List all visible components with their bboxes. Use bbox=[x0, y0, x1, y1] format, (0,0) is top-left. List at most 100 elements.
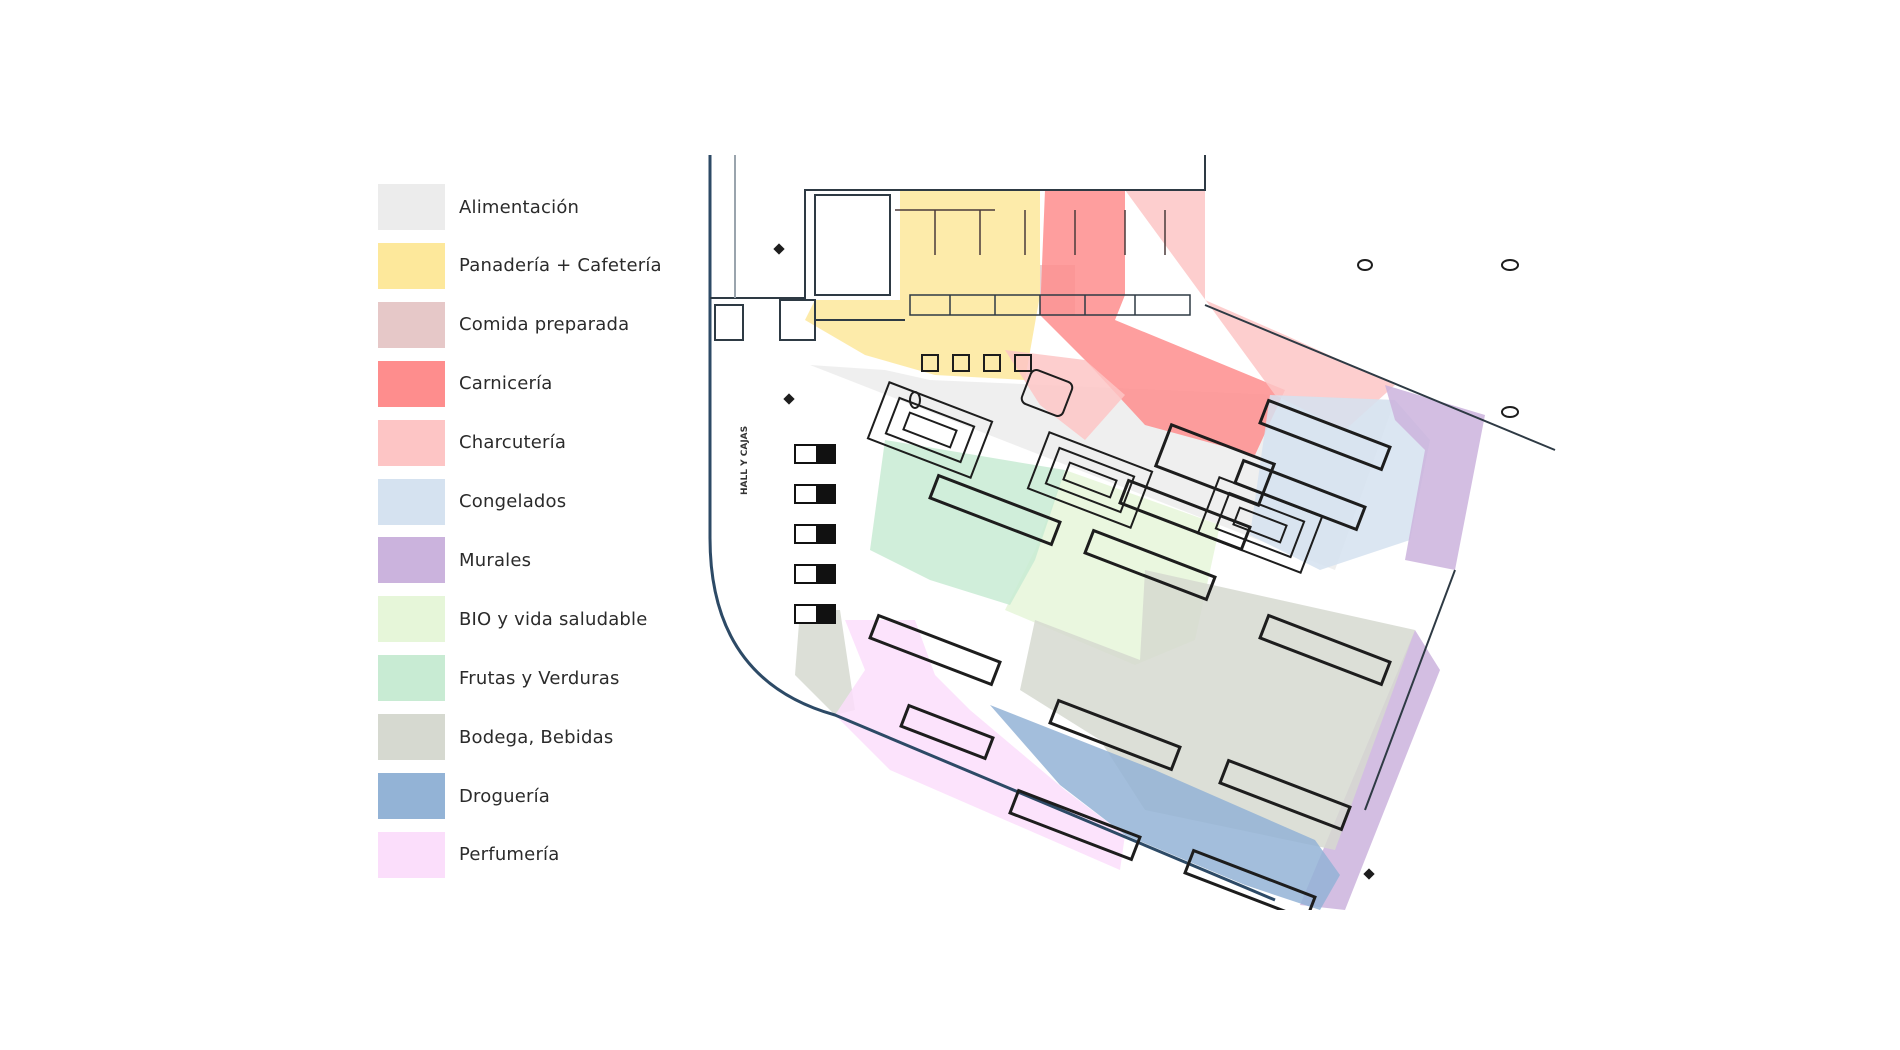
zone-bodega-2 bbox=[795, 610, 855, 715]
legend-label: Bodega, Bebidas bbox=[459, 726, 614, 748]
outer-wall-left bbox=[708, 155, 1276, 902]
zone-congelados bbox=[1250, 395, 1430, 570]
legend-item: Carnicería bbox=[378, 360, 678, 408]
legend-item: Murales bbox=[378, 536, 678, 584]
cafe-table-1 bbox=[921, 354, 939, 372]
checkout-belt-2 bbox=[816, 486, 834, 502]
legend-label: Charcutería bbox=[459, 432, 567, 454]
island-frutas-ring-2 bbox=[884, 396, 976, 464]
checkout-counters bbox=[794, 444, 836, 624]
island-bio-ring-3 bbox=[1062, 461, 1118, 499]
column-2 bbox=[783, 393, 795, 405]
outer-wall-top bbox=[895, 155, 1206, 191]
shelf-drogueria-2 bbox=[1183, 848, 1317, 910]
legend-swatch bbox=[378, 419, 445, 466]
island-bio-ring-2 bbox=[1044, 446, 1136, 514]
legend-swatch bbox=[378, 537, 445, 584]
shelf-alimentacion-4 bbox=[1258, 613, 1392, 687]
service-box-small bbox=[714, 304, 744, 341]
zone-layer bbox=[795, 190, 1485, 910]
shelf-perfumeria-1 bbox=[899, 703, 995, 761]
column-3 bbox=[1363, 868, 1375, 880]
zone-drogueria bbox=[990, 705, 1340, 910]
island-bio-ring-1 bbox=[1026, 430, 1154, 530]
legend-item: Panadería + Cafetería bbox=[378, 242, 678, 290]
shelf-alimentacion-2 bbox=[1118, 478, 1252, 552]
island-bodega-ring-1 bbox=[1196, 475, 1324, 575]
legend-swatch bbox=[378, 301, 445, 348]
legend-swatch bbox=[378, 478, 445, 525]
legend-label: Congelados bbox=[459, 491, 567, 512]
legend-swatch bbox=[378, 242, 445, 289]
cafe-table-2 bbox=[952, 354, 970, 372]
legend-label: Frutas y Verduras bbox=[459, 667, 620, 689]
zone-panaderia bbox=[805, 190, 1040, 380]
island-bodega-ring-2 bbox=[1214, 491, 1306, 559]
shelving-layer bbox=[866, 369, 1392, 910]
fixture-marker-4 bbox=[909, 391, 921, 409]
legend-swatch bbox=[378, 714, 445, 761]
checkout-belt-4 bbox=[816, 566, 834, 582]
island-frutas-ring-1 bbox=[866, 380, 994, 480]
freezer-1 bbox=[1258, 398, 1392, 472]
inner-wall-right bbox=[1364, 569, 1456, 811]
legend-label: Murales bbox=[459, 549, 532, 571]
zone-frutas bbox=[870, 440, 1065, 605]
checkout-belt-1 bbox=[816, 446, 834, 462]
shelf-drogueria-1 bbox=[1008, 788, 1142, 862]
island-bodega-ring-3 bbox=[1232, 506, 1288, 544]
outer-wall-top-left bbox=[710, 189, 895, 299]
fixture-markers bbox=[909, 259, 1519, 418]
fixture-marker-2 bbox=[1501, 259, 1519, 271]
legend-label: Comida preparada bbox=[459, 314, 630, 336]
shelf-alimentacion-1 bbox=[928, 473, 1062, 547]
zone-charcuteria bbox=[1125, 190, 1395, 430]
legend-item: Charcutería bbox=[378, 419, 678, 467]
legend-item: Comida preparada bbox=[378, 301, 678, 349]
shelf-bodega-1 bbox=[1048, 698, 1182, 772]
cafe-tables bbox=[921, 354, 1032, 372]
island-frutas-ring-3 bbox=[902, 411, 958, 449]
fixture-marker-1 bbox=[1357, 259, 1373, 271]
legend-label: Panadería + Cafetería bbox=[459, 255, 662, 277]
cafe-table-3 bbox=[983, 354, 1001, 372]
legend-label: Carnicería bbox=[459, 373, 553, 395]
counter-charcuteria bbox=[1020, 369, 1074, 417]
legend-item: BIO y vida saludable bbox=[378, 595, 678, 643]
legend-item: Droguería bbox=[378, 772, 678, 820]
zone-bodega bbox=[1020, 570, 1415, 850]
backroom-box bbox=[814, 194, 891, 296]
legend-item: Alimentación bbox=[378, 183, 678, 231]
zone-murales bbox=[1385, 385, 1485, 570]
legend-label: BIO y vida saludable bbox=[459, 608, 648, 630]
zone-carniceria bbox=[1040, 190, 1285, 455]
legend-item: Perfumería bbox=[378, 831, 678, 879]
legend-swatch bbox=[378, 655, 445, 702]
hall-label: HALL Y CAJAS bbox=[740, 426, 750, 495]
shelf-alimentacion-3 bbox=[1083, 528, 1217, 602]
counter-row bbox=[909, 294, 1191, 316]
cafe-table-4 bbox=[1014, 354, 1032, 372]
legend-label: Droguería bbox=[459, 785, 551, 807]
fixture-marker-3 bbox=[1501, 406, 1519, 418]
outer-wall-right bbox=[1204, 304, 1556, 451]
legend-swatch bbox=[378, 596, 445, 643]
shelf-alimentacion-5 bbox=[868, 613, 1002, 687]
shelf-bodega-2 bbox=[1218, 758, 1352, 832]
column-1 bbox=[773, 243, 785, 255]
checkout-belt-5 bbox=[816, 606, 834, 622]
legend-swatch bbox=[378, 773, 445, 819]
legend-label: Perfumería bbox=[459, 844, 560, 866]
legend-swatch bbox=[378, 831, 445, 878]
legend-item: Congelados bbox=[378, 478, 678, 526]
legend-item: Frutas y Verduras bbox=[378, 654, 678, 702]
counter-carniceria bbox=[1153, 422, 1277, 508]
checkout-belt-3 bbox=[816, 526, 834, 542]
legend-swatch bbox=[378, 184, 445, 230]
legend-item: Bodega, Bebidas bbox=[378, 713, 678, 761]
legend-swatch bbox=[378, 360, 445, 407]
backroom-partitions bbox=[895, 209, 1166, 255]
zone-charcuteria-2 bbox=[1005, 350, 1125, 440]
floor-plan: HALL Y CAJAS bbox=[708, 155, 1556, 910]
